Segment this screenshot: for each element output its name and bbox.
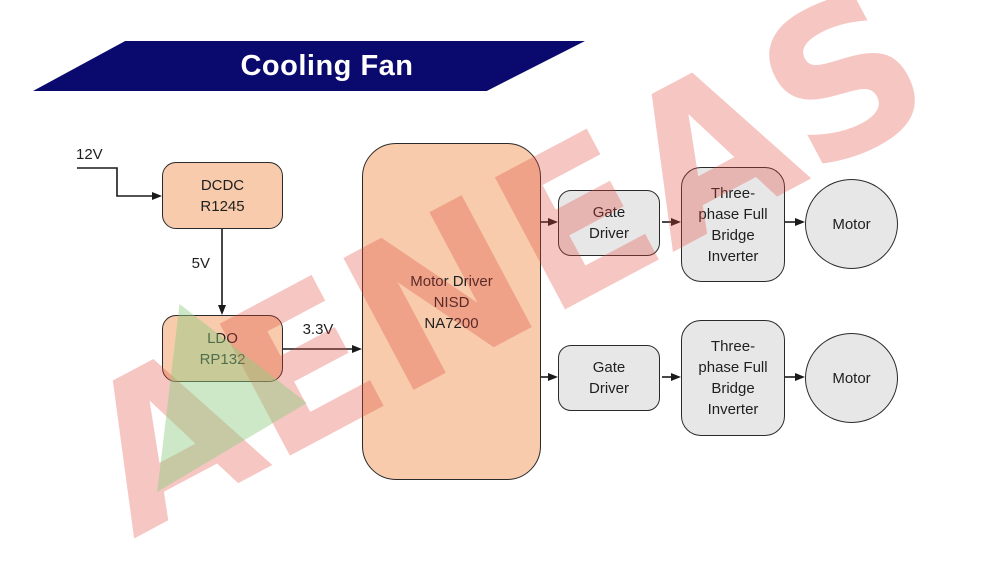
block-inverter-bottom: Three- phase Full Bridge Inverter	[681, 320, 785, 436]
block-motor-driver: Motor Driver NISD NA7200	[362, 143, 541, 480]
block-inverter-top: Three- phase Full Bridge Inverter	[681, 167, 785, 282]
slide-title: Cooling Fan	[240, 50, 414, 82]
arrow-12v-to-dcdc	[77, 167, 162, 200]
block-inverter-bottom-label: Three- phase Full Bridge Inverter	[698, 338, 768, 418]
block-gate-driver-bottom: Gate Driver	[558, 345, 660, 411]
block-dcdc: DCDC R1245	[162, 162, 283, 229]
net-label-5v: 5V	[191, 255, 210, 272]
block-gate-driver-top-label: Gate Driver	[589, 204, 629, 242]
net-label-3v3: 3.3V	[302, 321, 334, 338]
block-inverter-top-label: Three- phase Full Bridge Inverter	[698, 184, 768, 265]
title-banner: Cooling Fan	[33, 41, 585, 91]
block-motor-bottom-label: Motor	[832, 369, 871, 387]
block-motor-top: Motor	[805, 179, 898, 269]
block-motor-driver-label: Motor Driver NISD NA7200	[410, 273, 493, 332]
block-gate-driver-bottom-label: Gate Driver	[589, 359, 629, 397]
block-ldo: LDO RP132	[162, 315, 283, 382]
block-dcdc-label: DCDC R1245	[200, 176, 245, 215]
block-ldo-label: LDO RP132	[199, 329, 246, 368]
block-motor-bottom: Motor	[805, 333, 898, 423]
block-gate-driver-top: Gate Driver	[558, 190, 660, 256]
block-motor-top-label: Motor	[832, 215, 871, 233]
net-label-12v: 12V	[76, 146, 103, 163]
